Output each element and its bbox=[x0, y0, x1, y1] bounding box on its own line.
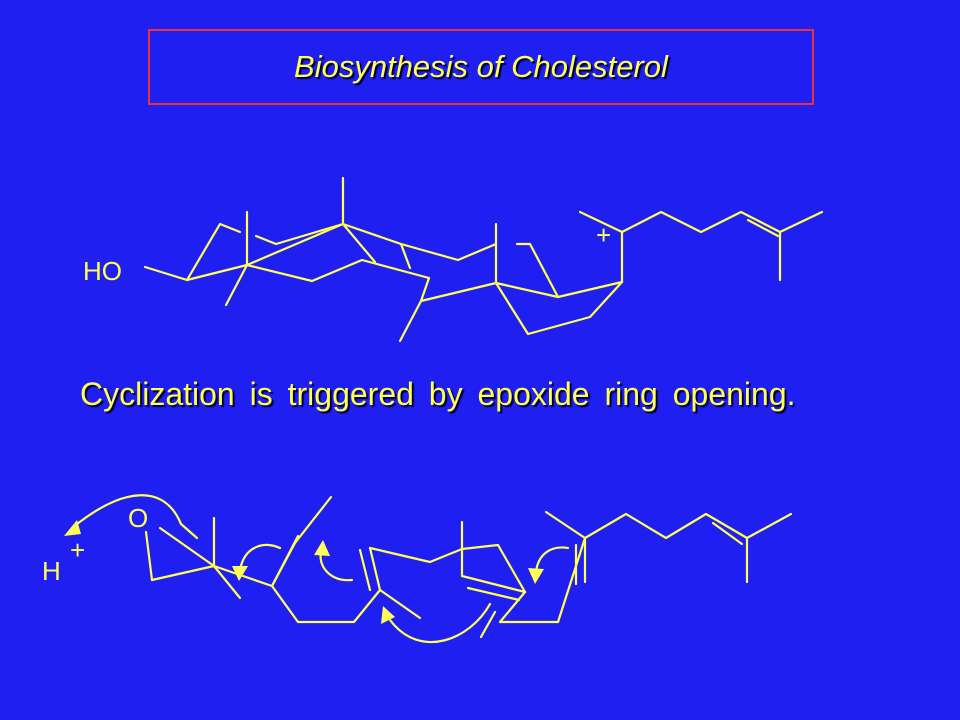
epoxide-bonds bbox=[144, 516, 242, 600]
proton-plus-label: + bbox=[70, 535, 85, 565]
proton-label: H bbox=[42, 556, 61, 586]
proton-transfer-arrow bbox=[70, 494, 183, 530]
epoxide-oxygen-label: O bbox=[128, 503, 148, 533]
arrowhead-icon bbox=[232, 566, 248, 581]
slide-title: Biosynthesis of Cholesterol bbox=[294, 49, 668, 84]
arrowhead-icon bbox=[314, 540, 330, 556]
caption-text: Cyclization is triggered by epoxide ring… bbox=[80, 376, 796, 412]
curved-arrows bbox=[64, 494, 570, 644]
arrowhead-icon bbox=[528, 568, 544, 584]
side-chain-bonds bbox=[578, 210, 824, 284]
ring-c-bonds bbox=[341, 222, 498, 343]
hydroxyl-label: HO bbox=[83, 256, 122, 286]
arrowhead-icon bbox=[64, 520, 81, 536]
title-box: Biosynthesis of Cholesterol bbox=[148, 29, 814, 105]
arrowhead-icon bbox=[381, 606, 395, 624]
ring-d-bonds bbox=[494, 242, 624, 336]
chain-bonds bbox=[212, 495, 793, 639]
cation-plus-label: + bbox=[596, 220, 611, 250]
